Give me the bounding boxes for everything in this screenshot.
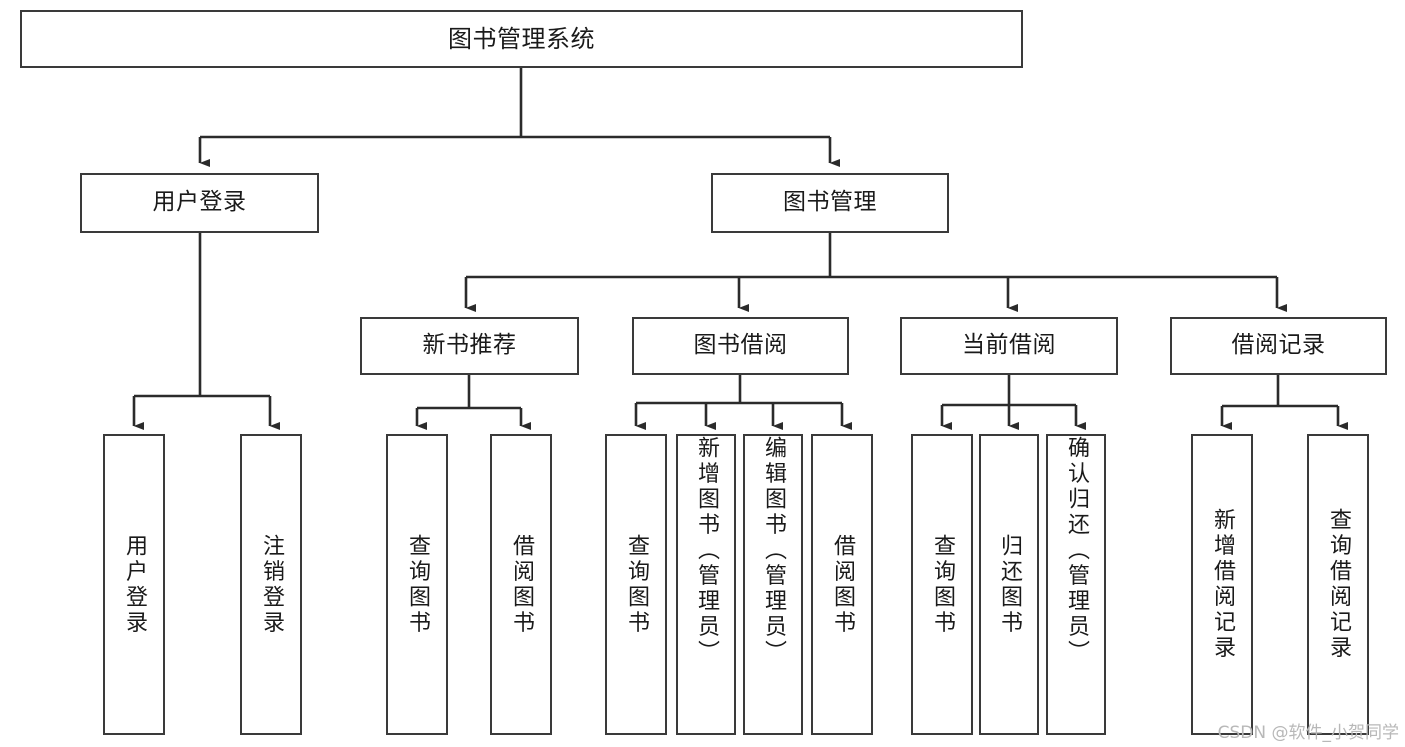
node-label: 借阅图书 bbox=[830, 533, 855, 636]
csdn-watermark: CSDN @软件_小贺同学 bbox=[1217, 723, 1399, 743]
node-current-borrow[interactable]: 当前借阅 bbox=[900, 317, 1118, 375]
node-label: 图书借阅 bbox=[693, 332, 788, 359]
node-book-borrow[interactable]: 图书借阅 bbox=[632, 317, 849, 375]
leaf-borrow-add-book-admin[interactable]: 新增图书（管理员） bbox=[676, 434, 736, 735]
node-label: 新增借阅记录 bbox=[1210, 508, 1235, 661]
node-label: 注销登录 bbox=[259, 533, 284, 636]
node-label: 当前借阅 bbox=[962, 332, 1056, 359]
leaf-borrow-borrow-book[interactable]: 借阅图书 bbox=[811, 434, 873, 735]
node-book-management[interactable]: 图书管理 bbox=[711, 173, 949, 233]
leaf-borrow-query-book[interactable]: 查询图书 bbox=[605, 434, 667, 735]
node-label: 图书管理系统 bbox=[448, 24, 595, 53]
leaf-current-return-book[interactable]: 归还图书 bbox=[979, 434, 1039, 735]
node-label: 查询借阅记录 bbox=[1326, 508, 1351, 661]
node-label: 归还图书 bbox=[997, 533, 1022, 636]
leaf-recommend-query-book[interactable]: 查询图书 bbox=[386, 434, 448, 735]
node-borrow-record[interactable]: 借阅记录 bbox=[1170, 317, 1387, 375]
leaf-current-confirm-return-admin[interactable]: 确认归还（管理员） bbox=[1046, 434, 1106, 735]
leaf-current-query-book[interactable]: 查询图书 bbox=[911, 434, 973, 735]
node-label: 借阅记录 bbox=[1231, 332, 1326, 359]
node-label: 确认归还（管理员） bbox=[1064, 436, 1089, 666]
node-label: 用户登录 bbox=[152, 189, 247, 216]
node-label: 查询图书 bbox=[930, 533, 955, 636]
leaf-recommend-borrow-book[interactable]: 借阅图书 bbox=[490, 434, 552, 735]
node-new-book-recommend[interactable]: 新书推荐 bbox=[360, 317, 579, 375]
node-label: 用户登录 bbox=[122, 533, 147, 636]
node-root-system[interactable]: 图书管理系统 bbox=[20, 10, 1023, 68]
node-label: 新增图书（管理员） bbox=[694, 436, 719, 666]
node-label: 图书管理 bbox=[783, 189, 877, 216]
node-label: 查询图书 bbox=[405, 533, 430, 636]
node-label: 编辑图书（管理员） bbox=[761, 436, 786, 666]
leaf-record-query-record[interactable]: 查询借阅记录 bbox=[1307, 434, 1369, 735]
leaf-record-add-record[interactable]: 新增借阅记录 bbox=[1191, 434, 1253, 735]
node-label: 新书推荐 bbox=[422, 332, 517, 359]
node-label: 查询图书 bbox=[624, 533, 649, 636]
node-user-login[interactable]: 用户登录 bbox=[80, 173, 319, 233]
node-label: 借阅图书 bbox=[509, 533, 534, 636]
leaf-user-login-logout[interactable]: 注销登录 bbox=[240, 434, 302, 735]
leaf-borrow-edit-book-admin[interactable]: 编辑图书（管理员） bbox=[743, 434, 803, 735]
leaf-user-login-login[interactable]: 用户登录 bbox=[103, 434, 165, 735]
